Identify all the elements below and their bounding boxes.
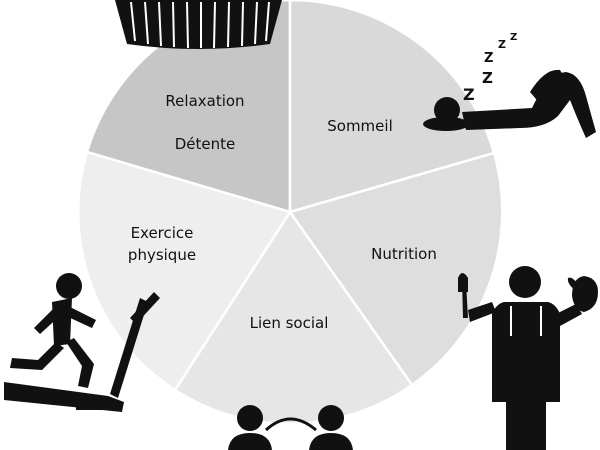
zzz-letter: Z — [484, 51, 493, 66]
segment-labels: Relaxation Détente Sommeil Nutrition Lie… — [128, 92, 437, 332]
treadmill-runner-icon — [4, 273, 160, 412]
label-sommeil: Sommeil — [327, 117, 393, 135]
two-people-talking-icon — [228, 405, 353, 450]
label-exercice-line2: physique — [128, 246, 196, 264]
label-relaxation-line1: Relaxation — [165, 92, 244, 110]
segment-lien-social — [173, 209, 414, 426]
zzz-text: Z Z Z Z Z — [463, 32, 517, 104]
zzz-letter: Z — [482, 69, 493, 87]
label-relaxation-line2: Détente — [175, 135, 236, 153]
label-nutrition: Nutrition — [371, 245, 437, 263]
label-lien-social: Lien social — [250, 314, 329, 332]
segment-nutrition — [287, 151, 504, 387]
label-exercice-line1: Exercice — [131, 224, 194, 242]
zzz-letter: Z — [498, 38, 506, 51]
zzz-letter: Z — [510, 32, 517, 43]
chef-icon — [458, 266, 598, 450]
hot-tub-icon — [115, 0, 282, 49]
sleeping-person-icon: Z Z Z Z Z — [423, 32, 596, 138]
pie — [77, 0, 504, 426]
zzz-letter: Z — [463, 85, 475, 104]
